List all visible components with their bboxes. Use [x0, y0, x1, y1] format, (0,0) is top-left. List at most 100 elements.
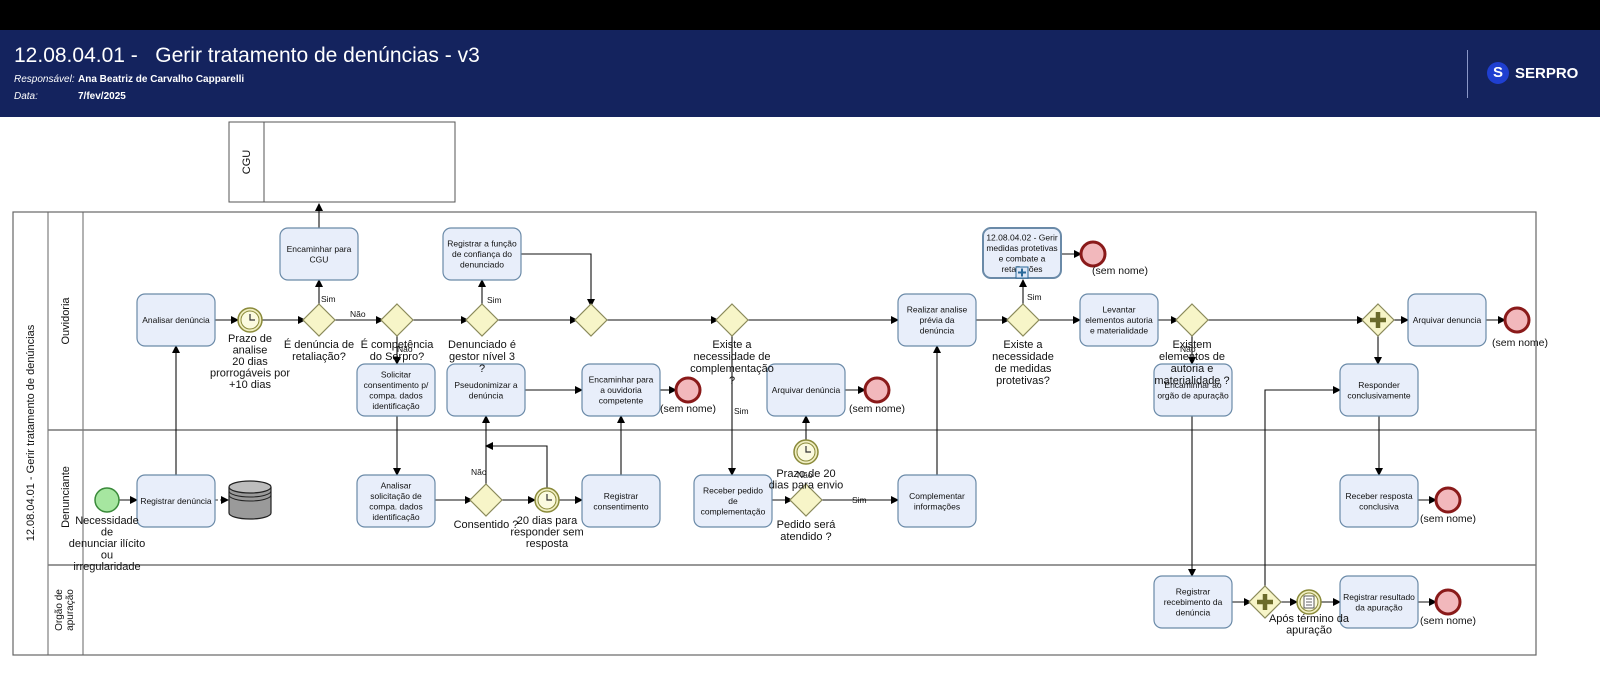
end-event-icon[interactable]	[863, 376, 891, 404]
pool-label: 12.08.04.01 - Gerir tratamento de denúnc…	[25, 324, 37, 541]
task-label-line: Registrar a função	[447, 239, 517, 249]
exclusive-gateway[interactable]	[574, 303, 608, 337]
task-label-line: Encaminhar para	[287, 244, 352, 254]
task-t7[interactable]: Arquivar denúncia	[766, 363, 846, 417]
end-event-icon[interactable]	[674, 376, 702, 404]
task-box[interactable]	[1339, 474, 1419, 528]
exclusive-gateway[interactable]	[1175, 303, 1209, 337]
end-event-e4[interactable]: (sem nome)	[1492, 306, 1548, 349]
database-icon[interactable]	[228, 487, 272, 520]
task-box[interactable]	[136, 474, 216, 528]
serpro-logo-text: SERPRO	[1515, 64, 1579, 82]
task-label-line: Receber pedido	[703, 486, 763, 496]
task-box[interactable]	[279, 227, 359, 281]
exclusive-gateway[interactable]	[465, 303, 499, 337]
task-box[interactable]	[442, 227, 522, 281]
gateway-g8[interactable]	[1361, 303, 1395, 337]
task-label-line: de	[728, 496, 738, 506]
task-t14[interactable]: Registrar denúncia	[136, 474, 216, 528]
task-box[interactable]	[581, 474, 661, 528]
task-box[interactable]	[693, 474, 773, 528]
gateway-g11[interactable]	[1248, 585, 1282, 619]
clock-hands-icon	[249, 314, 255, 321]
end-event-e6[interactable]: (sem nome)	[1420, 588, 1476, 627]
end-event-icon[interactable]	[1434, 588, 1462, 616]
task-box[interactable]	[897, 474, 977, 528]
end-event-e2[interactable]: (sem nome)	[849, 376, 905, 415]
task-label-line: Analisar denúncia	[142, 315, 210, 325]
task-box[interactable]	[1079, 293, 1159, 347]
task-box[interactable]	[1339, 363, 1419, 417]
task-t1[interactable]: Analisar denúncia	[136, 293, 216, 347]
exclusive-gateway[interactable]	[1006, 303, 1040, 337]
end-event-e5[interactable]: (sem nome)	[1420, 486, 1476, 525]
gateway-g4[interactable]	[574, 303, 608, 337]
task-box[interactable]	[136, 293, 216, 347]
gateway-label-line: Pedido será	[777, 519, 837, 531]
task-box[interactable]	[897, 293, 977, 347]
exclusive-gateway[interactable]	[789, 483, 823, 517]
event-label: (sem nome)	[849, 403, 905, 415]
end-event-e3[interactable]: (sem nome)	[1079, 240, 1148, 277]
task-box[interactable]	[581, 363, 661, 417]
gateway-g9[interactable]: Consentido ?	[454, 483, 519, 531]
task-t12[interactable]: Arquivar denuncia	[1407, 293, 1487, 347]
diagram-title: 12.08.04.01 - Gerir tratamento de denúnc…	[14, 44, 480, 67]
end-event-icon[interactable]	[1079, 240, 1107, 268]
end-event-e1[interactable]: (sem nome)	[660, 376, 716, 415]
exclusive-gateway[interactable]	[469, 483, 503, 517]
gateway-label-line: gestor nível 3	[449, 351, 515, 363]
flow-label-sim: Sim	[487, 295, 502, 305]
task-box[interactable]	[446, 363, 526, 417]
task-box[interactable]	[1153, 363, 1233, 417]
exclusive-gateway[interactable]	[302, 303, 336, 337]
task-box[interactable]	[356, 363, 436, 417]
end-event-icon[interactable]	[1434, 486, 1462, 514]
task-box[interactable]	[766, 363, 846, 417]
exclusive-gateway[interactable]	[380, 303, 414, 337]
task-label-line: competente	[599, 396, 644, 406]
exclusive-gateway[interactable]	[715, 303, 749, 337]
end-event-icon[interactable]	[1503, 306, 1531, 334]
task-label-line: medidas protetivas	[986, 243, 1057, 253]
task-box[interactable]	[1407, 293, 1487, 347]
event-label-line: (sem nome)	[1092, 265, 1148, 277]
data-store[interactable]	[228, 480, 272, 520]
task-box[interactable]	[1153, 575, 1233, 629]
task-box[interactable]	[356, 474, 436, 528]
task-label-line: solicitação de	[370, 491, 422, 501]
task-box[interactable]	[1339, 575, 1419, 629]
start-event-icon[interactable]	[94, 487, 120, 513]
